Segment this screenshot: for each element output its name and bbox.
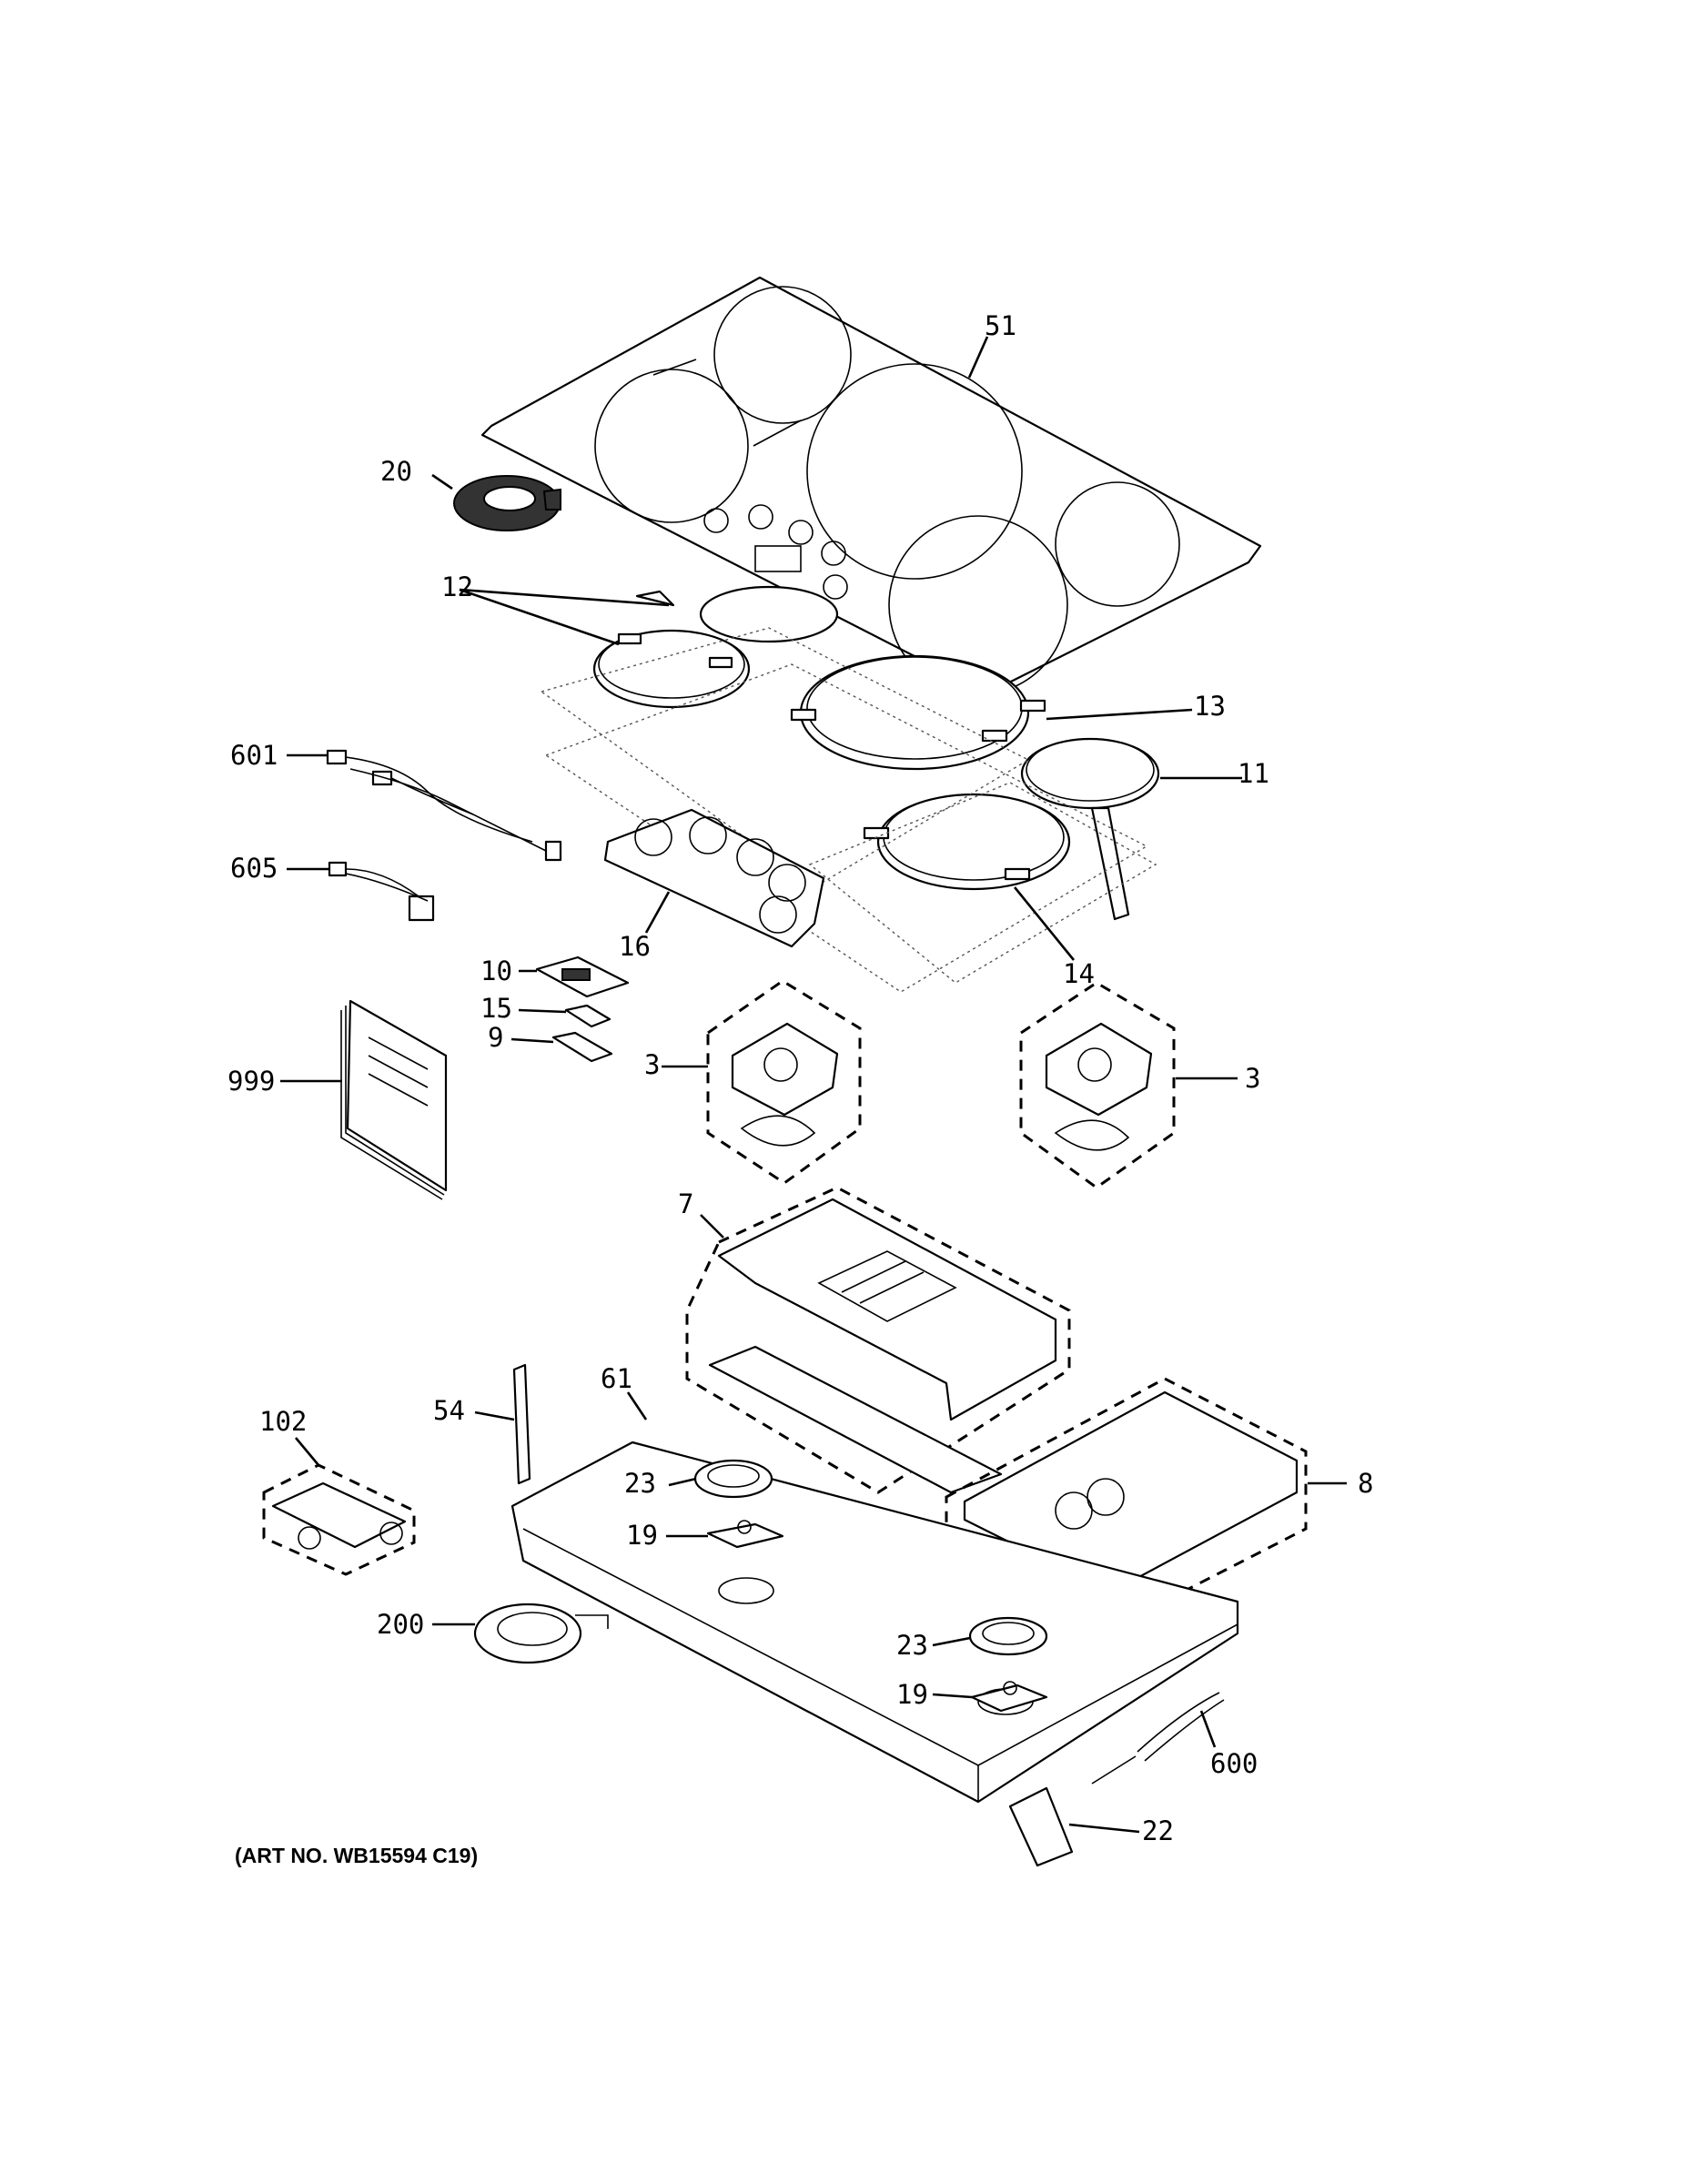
callout-8: 8 — [1358, 1468, 1373, 1499]
coil-support-frame — [540, 627, 1157, 993]
callout-13: 13 — [1194, 691, 1226, 722]
fan-assembly-part-3-right[interactable] — [1019, 981, 1176, 1189]
callout-23-left: 23 — [624, 1468, 656, 1499]
callout-61: 61 — [601, 1363, 632, 1394]
callout-7: 7 — [678, 1188, 693, 1219]
wire-harness-part-601[interactable] — [326, 749, 562, 862]
control-board-part-16[interactable] — [603, 808, 825, 948]
callout-15: 15 — [480, 993, 512, 1024]
label-part-22[interactable] — [1008, 1786, 1074, 1867]
base-pan-part-61[interactable] — [510, 1441, 1239, 1804]
callout-11: 11 — [1238, 758, 1269, 789]
callout-labels: 51 20 12 13 11 601 605 16 14 10 15 9 3 3… — [227, 310, 1373, 1846]
callout-605: 605 — [230, 853, 278, 884]
grommet-part-23-left[interactable] — [693, 1459, 773, 1499]
wire-harness-part-605[interactable] — [328, 861, 435, 922]
callout-16: 16 — [619, 931, 651, 962]
heating-coil-part-11[interactable] — [1020, 737, 1160, 921]
glass-cooktop-part-51[interactable] — [480, 276, 1262, 695]
strip-part-54[interactable] — [512, 1363, 531, 1485]
leader-lines — [280, 336, 1347, 1834]
tape-roll-part-200[interactable] — [473, 1603, 609, 1664]
callout-102: 102 — [259, 1406, 307, 1437]
callout-51: 51 — [985, 310, 1016, 341]
bracket-part-15[interactable] — [564, 1004, 612, 1028]
callout-9: 9 — [488, 1022, 503, 1053]
heating-coil-part-12[interactable] — [592, 585, 839, 709]
bracket-part-9[interactable] — [551, 1031, 613, 1063]
callout-3-right: 3 — [1245, 1063, 1260, 1094]
callout-601: 601 — [230, 740, 278, 771]
callout-19-right: 19 — [896, 1679, 928, 1710]
manual-part-999[interactable] — [340, 999, 448, 1200]
callout-22: 22 — [1142, 1815, 1174, 1846]
bracket-part-10[interactable] — [535, 956, 630, 998]
callout-600: 600 — [1210, 1748, 1258, 1779]
power-board-part-8[interactable] — [945, 1377, 1308, 1626]
callout-3-left: 3 — [644, 1049, 660, 1080]
conduit-cable-part-600[interactable] — [1091, 1692, 1225, 1785]
callout-19-left: 19 — [626, 1520, 658, 1551]
callout-10: 10 — [480, 956, 512, 986]
heating-coil-part-14[interactable] — [863, 793, 1071, 891]
control-knobs — [703, 504, 848, 600]
clip-part-19-right[interactable] — [970, 1681, 1048, 1713]
callout-14: 14 — [1063, 958, 1095, 989]
fan-assembly-part-3-left[interactable] — [706, 979, 862, 1185]
heating-coil-part-13[interactable] — [790, 654, 1046, 771]
callout-23-right: 23 — [896, 1630, 928, 1661]
callout-54: 54 — [433, 1395, 465, 1426]
callout-12: 12 — [441, 571, 473, 602]
tape-roll-part-20[interactable] — [453, 475, 561, 531]
art-number: (ART NO. WB15594 C19) — [235, 1844, 478, 1867]
callout-20: 20 — [380, 456, 412, 487]
grommet-part-23-right[interactable] — [968, 1616, 1048, 1656]
callout-200: 200 — [377, 1609, 424, 1640]
power-board-part-7[interactable] — [685, 1186, 1071, 1494]
bracket-assembly-part-102[interactable] — [262, 1463, 416, 1576]
callout-999: 999 — [227, 1066, 275, 1097]
clip-part-19-left[interactable] — [706, 1520, 784, 1549]
